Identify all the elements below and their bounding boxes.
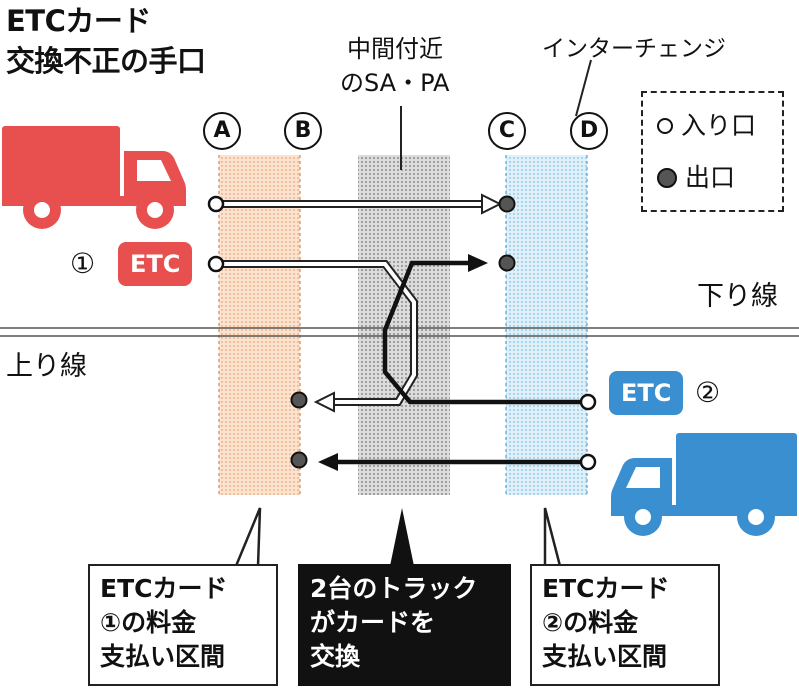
callout-left-line-3: 支払い区間 [100,642,226,671]
callout-right-line-3: 支払い区間 [542,642,668,671]
callout-right-pointer [543,507,562,567]
route-a-to-c [216,193,503,215]
zone-sapa [358,155,450,495]
callout-left-line-1: ETCカード [100,574,228,603]
callout-center-pointer [390,508,414,566]
entrance-dot-a1 [207,195,225,213]
sapa-label-line-1: 中間付近 [347,35,443,63]
card-1-number: ① [70,247,96,280]
callout-card1-section: ETCカード ①の料金 支払い区間 [88,564,278,686]
callout-center-line-3: 交換 [310,642,361,671]
point-b-marker: B [284,112,322,150]
point-c-marker: C [488,112,526,150]
exit-dot-c2 [498,254,516,272]
point-a-marker: A [203,112,241,150]
callout-right-line-2: ②の料金 [542,608,639,637]
interchange-label: インターチェンジ [542,36,726,62]
card-2-number: ② [695,376,721,409]
legend-entrance: 入り口 [657,111,756,141]
etc-card-2-badge: ETC [609,371,684,415]
legend-box: 入り口 出口 [641,91,784,212]
red-truck-icon [2,126,186,229]
callout-center-line-2: がカードを [310,608,436,637]
zone-cd [506,155,587,495]
down-line-label: 下り線 [697,281,778,312]
sapa-label-line-2: のSA・PA [340,69,450,97]
title-line-2: 交換不正の手口 [6,44,206,78]
up-line-label: 上り線 [6,351,87,382]
zone-ab [219,155,300,495]
entrance-dot-a2 [207,255,225,273]
exit-dot-b1 [290,391,308,409]
interchange-leader [575,59,592,117]
route-card2-swap [382,254,583,405]
callout-left-pointer [234,507,262,567]
entrance-dot-d2 [579,453,597,471]
legend-exit: 出口 [657,163,735,193]
title-line-1: ETCカード [6,4,151,38]
callout-card-swap: 2台のトラック がカードを 交換 [298,564,511,686]
point-d-marker: D [570,112,608,150]
exit-dot-icon [657,168,677,188]
entrance-dot-d1 [579,393,597,411]
exit-dot-c1 [498,195,516,213]
etc-card-1-badge: ETC [118,242,193,286]
exit-dot-b2 [290,451,308,469]
legend-exit-label: 出口 [685,163,736,192]
callout-center-line-1: 2台のトラック [310,574,478,603]
callout-left-line-2: ①の料金 [100,608,197,637]
entrance-dot-icon [657,118,673,134]
callout-right-line-1: ETCカード [542,574,670,603]
callout-card2-section: ETCカード ②の料金 支払い区間 [530,564,720,686]
route-card1-swap [216,260,418,413]
legend-entrance-label: 入り口 [681,111,757,140]
route-d-to-b [318,453,583,471]
